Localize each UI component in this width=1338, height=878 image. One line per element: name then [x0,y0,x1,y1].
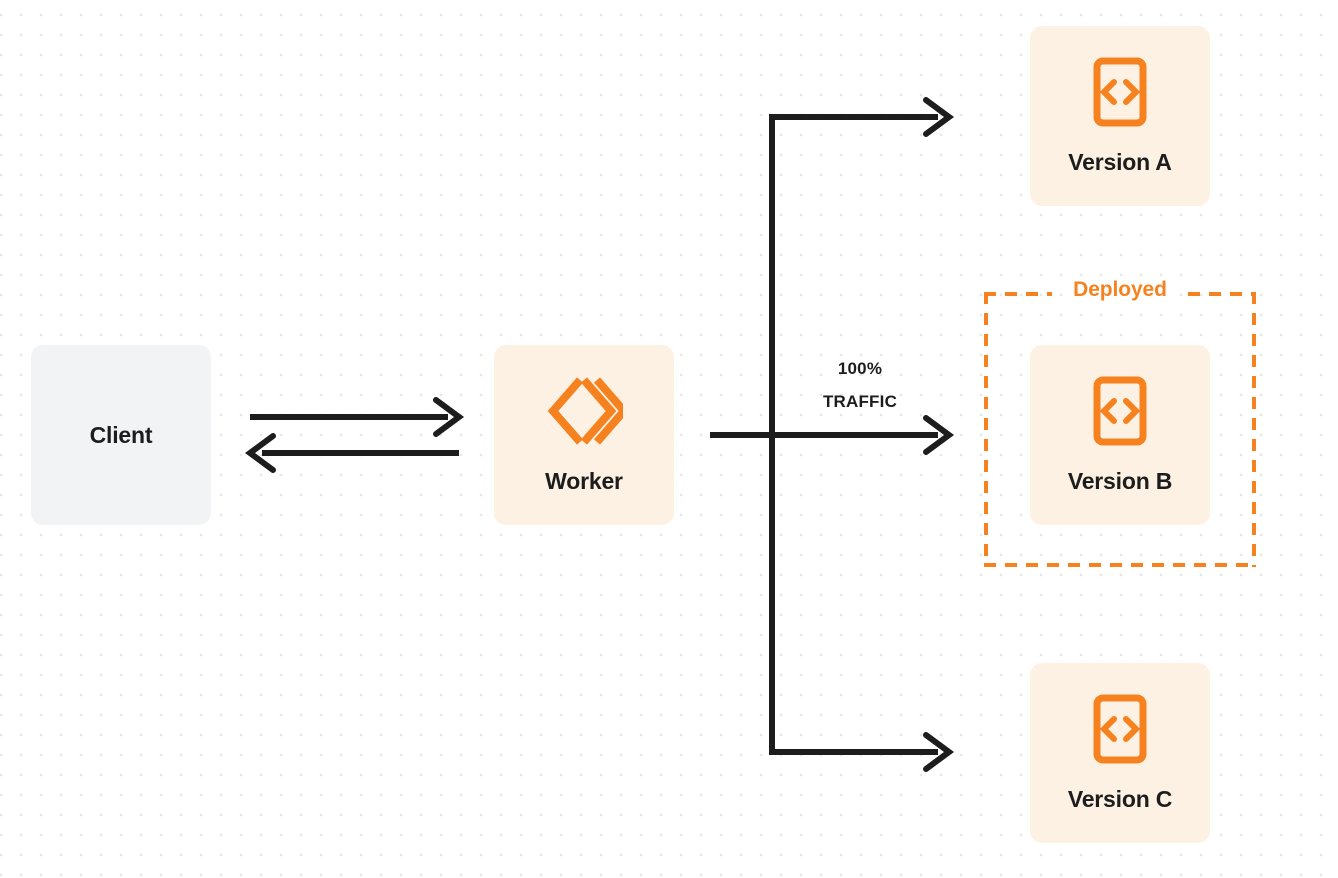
cloudflare-workers-icon [545,375,630,452]
edge-worker-to-version-a [769,97,955,137]
traffic-label: 100% TRAFFIC [790,352,930,418]
traffic-caption: TRAFFIC [822,392,898,412]
node-version-c[interactable]: Version C [1030,663,1210,843]
code-file-icon [1092,56,1148,133]
node-version-c-label: Version C [1067,786,1173,812]
node-client[interactable]: Client [31,345,211,525]
node-worker[interactable]: Worker [494,345,674,525]
node-worker-label: Worker [545,468,623,494]
group-deployed: Deployed [984,278,1256,567]
edge-worker-to-version-c [769,732,955,772]
edge-worker-to-client [244,433,459,473]
code-file-icon [1092,693,1148,770]
node-version-b-label: Version B [1067,468,1173,494]
group-border-top-right [1188,292,1256,296]
node-version-b[interactable]: Version B [1030,345,1210,525]
group-border-top-left [984,292,1052,296]
node-client-label: Client [89,421,153,448]
group-border-left [984,292,988,567]
edge-client-to-worker [250,397,465,437]
group-deployed-label: Deployed [1065,278,1175,302]
group-border-right [1252,292,1256,567]
code-file-icon [1092,375,1148,452]
edge-worker-to-version-b [710,415,955,455]
group-border-bottom [984,563,1256,567]
traffic-percent: 100% [837,359,883,378]
node-version-a-label: Version A [1068,149,1172,175]
node-version-a[interactable]: Version A [1030,26,1210,206]
